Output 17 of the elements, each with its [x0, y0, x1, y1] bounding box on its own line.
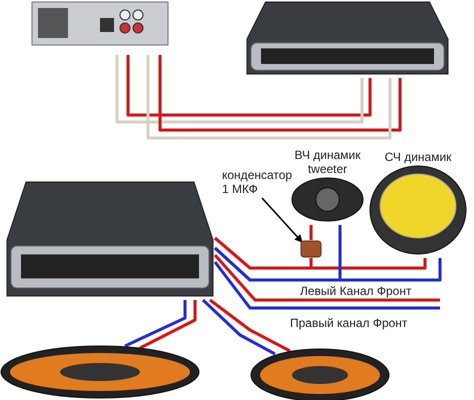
- wire: [124, 300, 186, 348]
- wire: [209, 298, 291, 352]
- wire: [146, 55, 392, 140]
- wire: [202, 298, 276, 356]
- wire: [214, 261, 440, 310]
- wire: [116, 55, 364, 124]
- leader-arrow: [261, 197, 303, 243]
- channel-label: Левый Канал Фронт: [300, 284, 412, 298]
- wire: [139, 300, 196, 350]
- wire: [214, 254, 440, 302]
- wire: [126, 55, 372, 116]
- speaker-label: СЧ динамик: [384, 150, 452, 164]
- wire: [214, 225, 342, 282]
- wire: [310, 225, 312, 240]
- wire: [214, 236, 312, 270]
- wire: [158, 55, 402, 132]
- channel-label: Правый канал Фронт: [290, 316, 408, 330]
